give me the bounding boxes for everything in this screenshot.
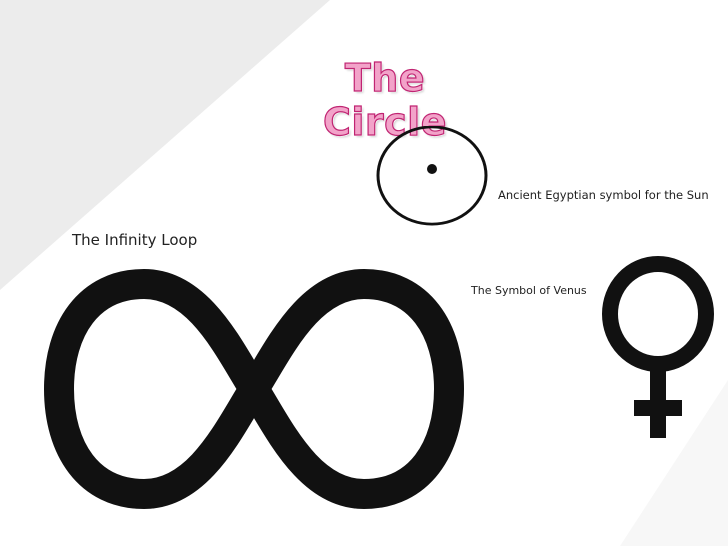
infinity-caption: The Infinity Loop bbox=[72, 231, 198, 249]
venus-caption: The Symbol of Venus bbox=[471, 284, 587, 297]
venus-icon bbox=[602, 256, 714, 438]
infinity-icon bbox=[44, 269, 464, 509]
sun-caption: Ancient Egyptian symbol for the Sun bbox=[498, 188, 709, 202]
slide-title: The Circle bbox=[322, 55, 447, 144]
sun-symbol-icon bbox=[376, 126, 488, 226]
